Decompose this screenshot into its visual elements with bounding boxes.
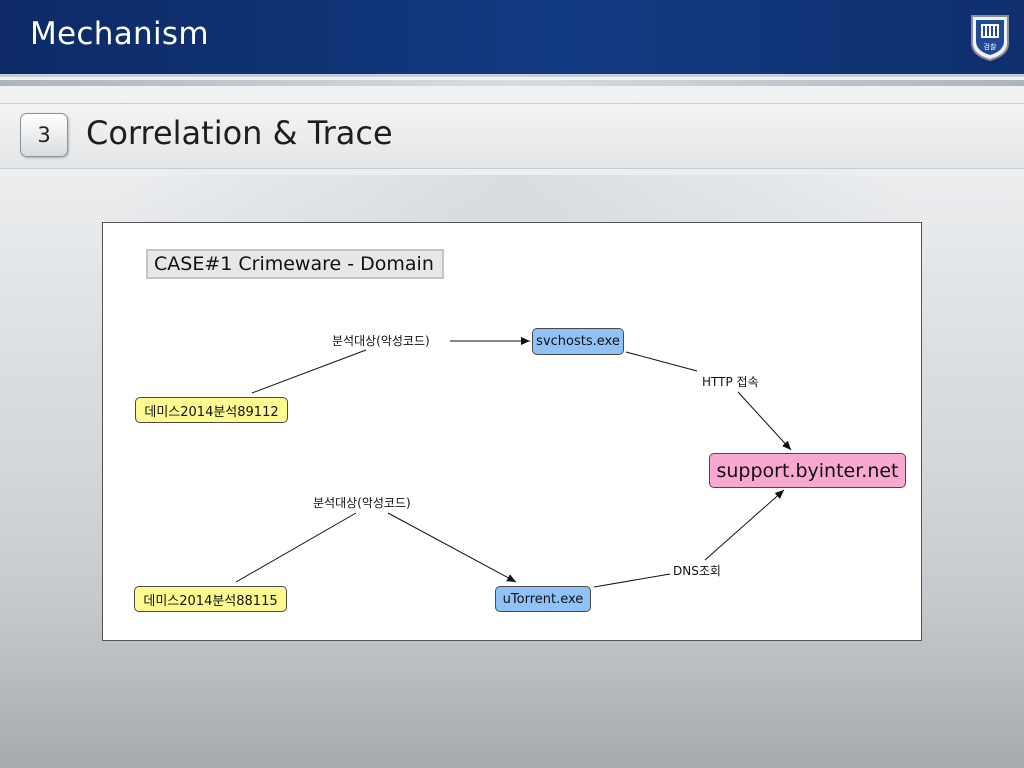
node-sample-89112: 데미스2014분석89112 — [135, 397, 288, 423]
edge-label-http: HTTP 접속 — [702, 375, 759, 389]
section-title: Correlation & Trace — [86, 114, 393, 152]
node-svchosts: svchosts.exe — [532, 328, 624, 355]
header-stripe — [0, 80, 1024, 86]
edge-label-analysis-bottom: 분석대상(악성코드) — [313, 496, 411, 510]
edge-label-dns: DNS조회 — [673, 564, 721, 578]
diagram-panel — [102, 222, 922, 641]
section-number: 3 — [20, 113, 68, 157]
page-title: Mechanism — [30, 16, 209, 52]
node-utorrent: uTorrent.exe — [495, 586, 591, 612]
edge-label-analysis-top: 분석대상(악성코드) — [332, 334, 430, 348]
node-domain: support.byinter.net — [709, 453, 906, 488]
header-bar: Mechanism 검찰 — [0, 0, 1024, 77]
section-bar — [0, 103, 1024, 169]
node-sample-88115: 데미스2014분석88115 — [134, 586, 287, 612]
university-emblem-icon: 검찰 — [971, 15, 1009, 61]
case-title: CASE#1 Crimeware - Domain — [146, 249, 444, 279]
emblem-text: 검찰 — [984, 42, 997, 51]
